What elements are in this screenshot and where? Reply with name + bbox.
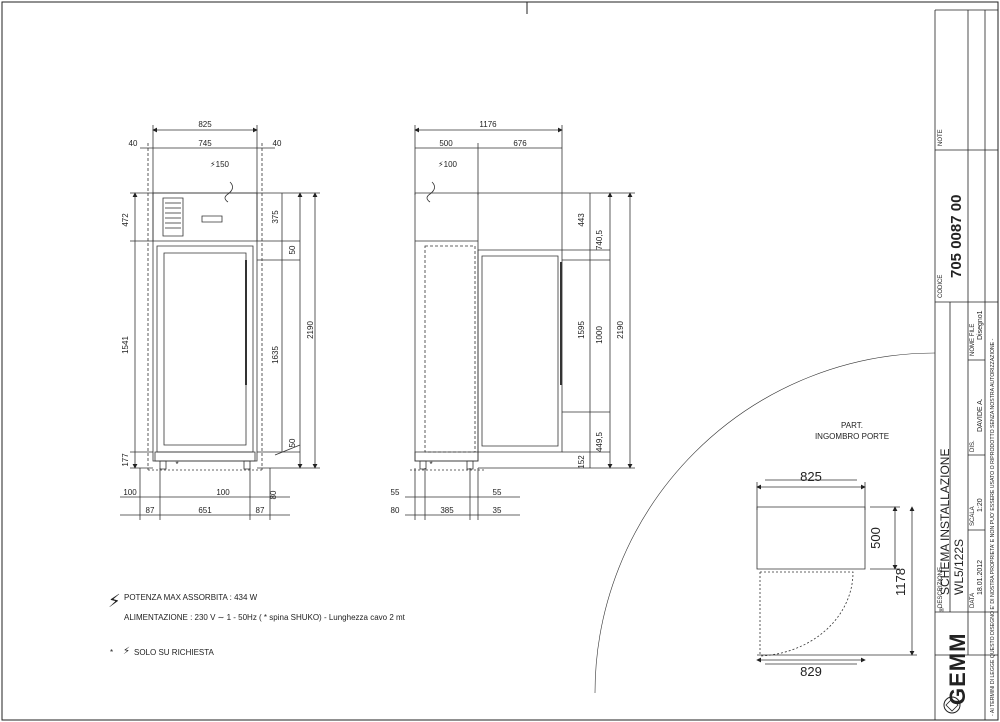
side-foot-offset-left: 55 xyxy=(391,488,400,497)
door-detail-depth: 500 xyxy=(868,527,883,549)
front-top-height: 472 xyxy=(121,213,130,227)
side-view-labels: 1176 500 676 ⚡100 443 740,5 1595 1000 21… xyxy=(391,120,625,515)
drawn-label: DIS. xyxy=(970,440,976,452)
front-star: * xyxy=(175,460,178,469)
front-door-inner: 1635 xyxy=(271,346,280,364)
side-total-height: 2190 xyxy=(616,321,625,339)
side-overall-depth: 1176 xyxy=(479,120,497,129)
door-detail-title-2: INGOMBRO PORTE xyxy=(815,432,889,441)
side-cable-exit: ⚡100 xyxy=(438,160,458,169)
power-note: POTENZA MAX ASSORBITA : 434 W xyxy=(124,593,258,602)
front-foot-offset-right: 100 xyxy=(216,488,230,497)
front-door-height: 1541 xyxy=(121,336,130,354)
front-inner-width: 745 xyxy=(198,139,212,148)
side-foot-spacing: 385 xyxy=(440,506,454,515)
front-clearance-left: 40 xyxy=(129,139,138,148)
side-handle-zone: 1000 xyxy=(595,326,604,344)
date-value: 18.01.2012 xyxy=(977,560,984,595)
door-detail xyxy=(595,353,935,693)
lightning-small-icon: ⚡ xyxy=(123,646,130,657)
description-label: DESCRIZIONE xyxy=(938,567,944,608)
front-gap-top: 50 xyxy=(288,245,297,254)
front-cable-exit: ⚡150 xyxy=(210,160,230,169)
front-overall-width: 825 xyxy=(198,120,212,129)
front-top-panel: 375 xyxy=(271,210,280,224)
gem-facet-icon xyxy=(946,699,958,711)
disclaimer: - AI TERMINI DI LEGGE QUESTO DISEGNO E' … xyxy=(990,338,996,716)
front-foot-height: 80 xyxy=(269,490,278,499)
front-clearance-right: 40 xyxy=(273,139,282,148)
scale-value: 1:20 xyxy=(977,498,984,512)
file-value: Disegno1 xyxy=(977,310,984,340)
supply-note: ALIMENTAZIONE : 230 V ∼ 1 - 50Hz ( * spi… xyxy=(124,613,406,622)
title-block-text: NOTE CODICE 705 0087 00 DESCRIZIONE SCHE… xyxy=(938,129,996,716)
side-body-depth: 500 xyxy=(439,139,453,148)
gem-logo-icon xyxy=(943,696,961,714)
front-foot-edge-left: 87 xyxy=(146,506,155,515)
code-value: 705 0087 00 xyxy=(948,195,965,278)
door-detail-title-1: PART. xyxy=(841,421,863,430)
file-label: NOME FILE xyxy=(970,324,976,356)
side-door-height: 1595 xyxy=(577,321,586,339)
door-detail-total-depth: 1178 xyxy=(893,568,908,596)
side-foot-height: 152 xyxy=(577,455,586,469)
model-number: WL5/122S xyxy=(952,539,966,595)
front-foot-offset-left: 100 xyxy=(123,488,137,497)
side-lower-height: 449,5 xyxy=(595,431,604,452)
brand-logo: GEMM xyxy=(945,633,970,705)
scale-label: SCALA xyxy=(970,506,976,526)
door-detail-width-bottom: 829 xyxy=(800,664,822,679)
front-gap-bottom: 50 xyxy=(288,438,297,447)
front-foot-spacing: 651 xyxy=(198,506,212,515)
front-base-height: 177 xyxy=(121,453,130,467)
lightning-icon: ⚡ xyxy=(108,591,121,611)
date-label: DATA xyxy=(970,593,976,608)
code-label: CODICE xyxy=(938,275,944,298)
front-foot-edge-right: 87 xyxy=(256,506,265,515)
on-request-note: SOLO SU RICHIESTA xyxy=(134,648,215,657)
side-view xyxy=(405,125,635,520)
side-star: * xyxy=(429,460,432,469)
note-label: NOTE xyxy=(938,129,944,146)
side-door-swing: 676 xyxy=(513,139,527,148)
front-total-height: 2190 xyxy=(306,321,315,339)
side-foot-offset-right: 55 xyxy=(493,488,502,497)
door-detail-width-top: 825 xyxy=(800,469,822,484)
brand-mark: ® xyxy=(939,607,946,612)
note-star: * xyxy=(110,648,113,657)
side-foot-edge-left: 80 xyxy=(391,506,400,515)
drawn-by: DAVIDE A. xyxy=(977,398,984,432)
door-detail-labels: PART. INGOMBRO PORTE 825 500 1178 829 xyxy=(800,421,908,679)
title-block xyxy=(935,10,998,720)
side-top-height: 443 xyxy=(577,213,586,227)
front-view xyxy=(120,125,320,520)
drawing-title: SCHEMA INSTALLAZIONE xyxy=(938,449,952,595)
side-upper-handle: 740,5 xyxy=(595,229,604,250)
side-foot-edge-right: 35 xyxy=(493,506,502,515)
notes: ⚡ POTENZA MAX ASSORBITA : 434 W ALIMENTA… xyxy=(108,591,406,657)
front-view-labels: 825 40 745 40 ⚡150 472 1541 177 375 50 1… xyxy=(121,120,315,515)
